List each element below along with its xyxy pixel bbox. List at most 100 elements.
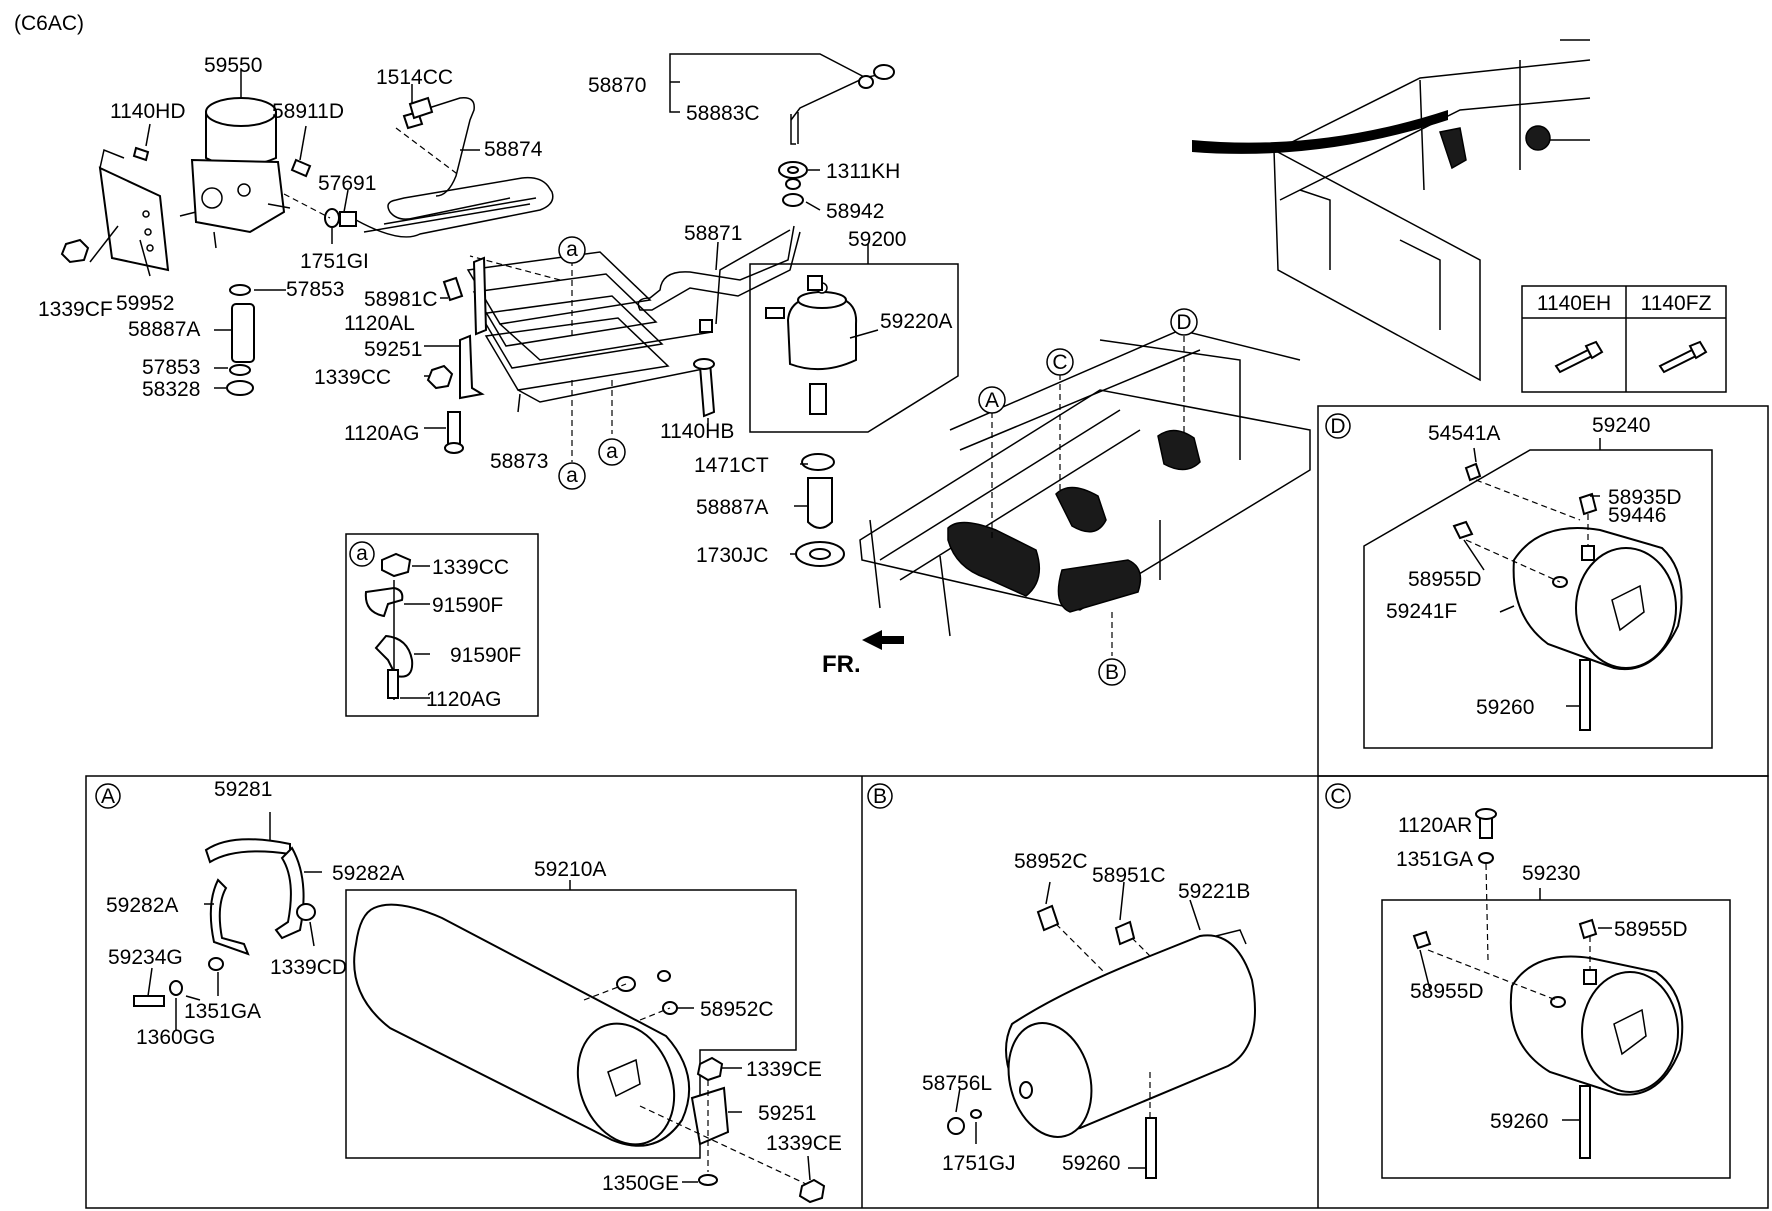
label-59260-B: 59260 (1062, 1152, 1120, 1175)
label-58328: 58328 (142, 378, 200, 401)
label-59550: 59550 (204, 54, 262, 77)
svg-text:D: D (1176, 311, 1191, 334)
label-1339CE-top: 1339CE (746, 1058, 822, 1081)
svg-text:a: a (566, 464, 578, 487)
pipe-58874-group (355, 84, 554, 238)
label-57691: 57691 (318, 172, 376, 195)
label-1751GJ: 1751GJ (942, 1152, 1016, 1175)
label-58887A-right: 58887A (696, 496, 768, 519)
bottom-panels-frame (85, 775, 1769, 1209)
label-54541A: 54541A (1428, 422, 1500, 445)
label-1140HD: 1140HD (110, 100, 186, 123)
label-1351GA-C: 1351GA (1396, 848, 1473, 871)
label-58887A-left: 58887A (128, 318, 200, 341)
chassis-overview: A C D B FR. (822, 308, 1311, 686)
label-1471CT: 1471CT (694, 454, 769, 477)
label-1339CC-top: 1339CC (314, 366, 391, 389)
label-1730JC: 1730JC (696, 544, 768, 567)
label-59210A: 59210A (534, 858, 606, 881)
label-59230: 59230 (1522, 862, 1580, 885)
panel-B: B (867, 783, 1256, 1179)
bolt-table-col1: 1140EH (1537, 292, 1611, 315)
frame-inset: 1140EH 1140FZ (1192, 39, 1727, 393)
label-59260-C: 59260 (1490, 1110, 1548, 1133)
label-58952C-B: 58952C (1014, 850, 1088, 873)
label-57853-bottom: 57853 (142, 356, 200, 379)
valve-box-59200 (693, 244, 959, 567)
label-58935D: 58935D (1608, 486, 1682, 509)
label-59251-top: 59251 (364, 338, 422, 361)
label-58951C: 58951C (1092, 864, 1166, 887)
label-1350GE: 1350GE (602, 1172, 679, 1195)
label-59952: 59952 (116, 292, 174, 315)
panel-C: C (1325, 783, 1731, 1179)
label-59446: 59446 (1608, 504, 1666, 527)
label-58883C: 58883C (686, 102, 760, 125)
label-58911D: 58911D (272, 100, 344, 123)
label-1120AG-detail: 1120AG (426, 688, 502, 711)
front-label: FR. (822, 651, 861, 678)
label-58874: 58874 (484, 138, 543, 161)
label-58981C: 58981C (364, 288, 438, 311)
front-arrow-icon (862, 630, 904, 650)
label-59241F: 59241F (1386, 600, 1457, 623)
panel-D: D (1317, 405, 1769, 777)
label-1140HB: 1140HB (660, 420, 734, 443)
label-59221B: 59221B (1178, 880, 1250, 903)
svg-text:A: A (985, 389, 999, 412)
panel-A: A (95, 783, 826, 1204)
svg-text:a: a (566, 238, 578, 261)
label-59220A: 59220A (880, 310, 952, 333)
bolt-table-col2: 1140FZ (1641, 292, 1712, 315)
label-59234G: 59234G (108, 946, 183, 969)
tank-B-position (1057, 559, 1142, 613)
detail-a-box: a (345, 533, 539, 717)
label-58942: 58942 (826, 200, 884, 223)
label-59200: 59200 (848, 228, 906, 251)
svg-text:C: C (1330, 785, 1345, 808)
tank-A-position (947, 521, 1041, 597)
label-58955D-C-right: 58955D (1614, 918, 1688, 941)
label-1351GA-A: 1351GA (184, 1000, 261, 1023)
label-1339CD: 1339CD (270, 956, 347, 979)
callout-a-3 (558, 462, 586, 490)
callout-a-2 (598, 438, 626, 466)
hose-58887A (231, 303, 255, 363)
callout-a-1 (558, 236, 586, 264)
svg-text:a: a (606, 440, 618, 463)
label-1120AR: 1120AR (1398, 814, 1472, 837)
label-1120AL: 1120AL (344, 312, 415, 335)
tank-C-position (1055, 486, 1107, 533)
air-dryer-assembly (60, 70, 357, 396)
label-58952C-A: 58952C (700, 998, 774, 1021)
svg-text:D: D (1330, 415, 1345, 438)
label-1120AG-top: 1120AG (344, 422, 420, 445)
label-91590F-1: 91590F (432, 594, 503, 617)
label-1339CC-detail: 1339CC (432, 556, 509, 579)
label-57853-top: 57853 (286, 278, 344, 301)
label-1360GG: 1360GG (136, 1026, 215, 1049)
label-1751GI: 1751GI (300, 250, 369, 273)
label-59281: 59281 (214, 778, 272, 801)
part-labels: 59550 1140HD 58911D 1514CC 58874 57691 1… (38, 54, 1688, 1195)
bolt-table (1521, 285, 1727, 393)
label-59282A-left: 59282A (106, 894, 178, 917)
label-59251-A: 59251 (758, 1102, 816, 1125)
label-58955D-D: 58955D (1408, 568, 1482, 591)
svg-text:A: A (101, 785, 115, 808)
label-91590F-2: 91590F (450, 644, 521, 667)
svg-text:a: a (356, 542, 368, 565)
label-58756L: 58756L (922, 1072, 992, 1095)
diagram-code: (C6AC) (14, 12, 84, 35)
label-59240: 59240 (1592, 414, 1650, 437)
label-58955D-C-left: 58955D (1410, 980, 1484, 1003)
coil-58873: a a a (424, 236, 713, 490)
pipe-58871-group (637, 53, 895, 333)
label-1311KH: 1311KH (826, 160, 900, 183)
svg-text:C: C (1052, 351, 1067, 374)
label-59260-D: 59260 (1476, 696, 1534, 719)
label-58873: 58873 (490, 450, 548, 473)
svg-text:B: B (1105, 661, 1119, 684)
